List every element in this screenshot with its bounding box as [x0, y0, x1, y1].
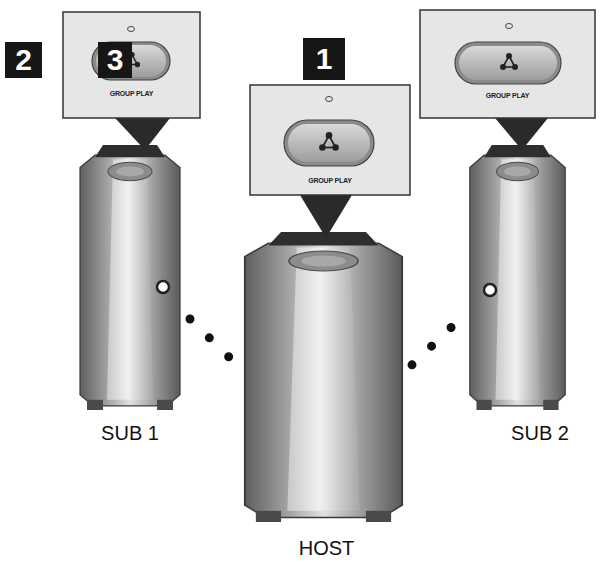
- button-callout: GROUP PLAY: [420, 10, 595, 118]
- button-label: GROUP PLAY: [486, 92, 530, 99]
- callout-box: [420, 10, 595, 118]
- group-play-button: [284, 120, 374, 166]
- speaker-label: SUB 2: [511, 422, 569, 445]
- callout-box: [250, 85, 410, 195]
- group-play-button: [92, 42, 170, 80]
- group-play-button: [455, 42, 561, 84]
- callout-number: 2: [5, 42, 42, 78]
- speaker-body: [245, 232, 402, 522]
- speaker-unit: SUB 1: [70, 145, 190, 445]
- speaker-label: HOST: [299, 537, 355, 560]
- port-dot: [484, 284, 496, 296]
- callout-pointer: [300, 195, 352, 238]
- button-face: [459, 46, 557, 80]
- speaker-unit: SUB 2: [460, 145, 606, 445]
- dotted-link: [412, 319, 460, 365]
- button-label: GROUP PLAY: [110, 90, 154, 97]
- button-label: GROUP PLAY: [308, 177, 352, 184]
- group-play-icon: [319, 132, 339, 151]
- callout-pointer: [495, 118, 548, 150]
- callout-number: 1: [303, 38, 345, 80]
- callout-number: 3: [98, 42, 132, 78]
- callout-box: [63, 12, 200, 118]
- speaker-body: [470, 145, 565, 410]
- speaker-label: SUB 1: [101, 422, 159, 445]
- speaker-body: [80, 145, 180, 410]
- led: [326, 97, 333, 102]
- dotted-link: [190, 319, 237, 365]
- led: [506, 24, 513, 29]
- button-face: [288, 124, 370, 162]
- port-dot: [157, 281, 169, 293]
- speaker-unit: HOST: [237, 232, 412, 560]
- group-play-icon: [500, 53, 518, 70]
- led: [128, 27, 135, 32]
- button-callout: GROUP PLAY: [250, 85, 410, 195]
- callout-pointer: [115, 118, 170, 150]
